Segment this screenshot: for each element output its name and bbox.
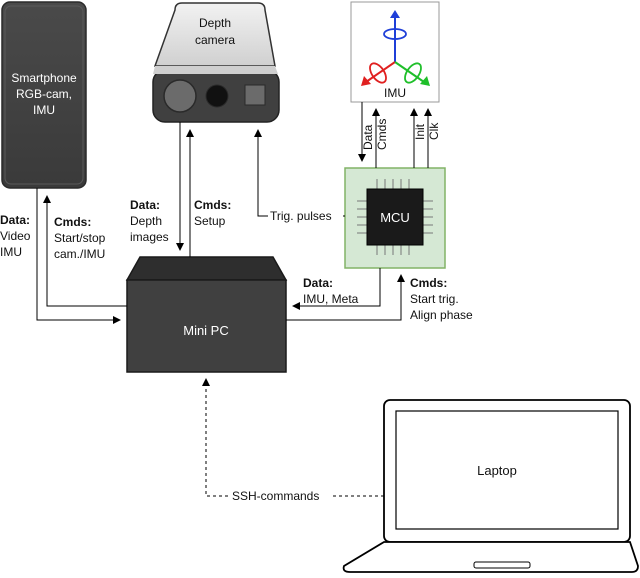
phone-cmds-title: Cmds: (54, 215, 91, 229)
label-imu-clk: Clk (427, 122, 441, 140)
mcu-data-line1: IMU, Meta (303, 292, 359, 306)
label-mcu-data: Data: IMU, Meta (303, 276, 359, 306)
mcu-chip-icon (366, 188, 424, 246)
mini-pc-node: Mini PC (125, 256, 288, 373)
laptop-screen (395, 410, 619, 530)
label-imu-init: Init (413, 123, 427, 140)
mcu-node: MCU (344, 167, 446, 269)
depth-camera-label-2: camera (195, 33, 235, 47)
label-depth-data: Data: Depth images (130, 198, 169, 244)
phone-data-title: Data: (0, 213, 30, 227)
edge-phone-data (36, 188, 121, 324)
depth-camera-sensor-icon (244, 84, 266, 106)
depth-camera-lens-small-icon (205, 84, 229, 108)
label-phone-cmds: Cmds: Start/stop cam./IMU (54, 215, 106, 261)
edge-trig-pulses (254, 129, 345, 217)
edge-phone-cmds (43, 195, 127, 307)
depth-data-line1: Depth (130, 214, 162, 228)
depth-camera-lens-large-icon (163, 79, 197, 113)
depth-data-title: Data: (130, 198, 160, 212)
laptop-node: Laptop (342, 399, 639, 573)
smartphone-node: Smartphone RGB-cam, IMU (1, 1, 87, 189)
label-trig-pulses: Trig. pulses (270, 209, 332, 223)
phone-data-line1: Video (0, 229, 31, 243)
depth-camera-node: Depth camera (152, 2, 280, 123)
edge-ssh (202, 378, 384, 497)
label-imu-data: Data (361, 124, 375, 150)
smartphone-label-3: IMU (33, 103, 55, 117)
edge-mcu-data (292, 268, 381, 310)
mini-pc-body (126, 279, 287, 373)
mcu-data-title: Data: (303, 276, 333, 290)
label-depth-cmds: Cmds: Setup (194, 198, 231, 228)
imu-node: IMU (350, 1, 440, 103)
depth-data-line2: images (130, 230, 169, 244)
mcu-cmds-line1: Start trig. (410, 292, 459, 306)
phone-data-line2: IMU (0, 245, 22, 259)
smartphone-body (1, 1, 87, 189)
imu-label: IMU (384, 86, 406, 100)
mini-pc-top (125, 256, 288, 281)
phone-cmds-line1: Start/stop (54, 231, 106, 245)
phone-cmds-line2: cam./IMU (54, 247, 105, 261)
mcu-label: MCU (380, 210, 410, 225)
mcu-cmds-line2: Align phase (410, 308, 473, 322)
depth-camera-label-1: Depth (199, 16, 231, 30)
laptop-base (342, 541, 639, 573)
mcu-chip-pins (357, 179, 433, 255)
smartphone-screen (4, 5, 84, 185)
laptop-trackpad (473, 561, 531, 569)
smartphone-label-2: RGB-cam, (16, 87, 72, 101)
mini-pc-label: Mini PC (183, 323, 229, 338)
label-ssh: SSH-commands (232, 489, 319, 503)
smartphone-label-1: Smartphone (11, 71, 77, 85)
edge-mcu-cmds (286, 274, 405, 321)
depth-cmds-line1: Setup (194, 214, 226, 228)
depth-camera-top (153, 2, 276, 67)
imu-axes-icon (361, 10, 430, 86)
laptop-label: Laptop (477, 463, 517, 478)
label-phone-data: Data: Video IMU (0, 213, 31, 259)
label-mcu-cmds: Cmds: Start trig. Align phase (410, 276, 473, 322)
depth-cmds-title: Cmds: (194, 198, 231, 212)
label-imu-cmds: Cmds (375, 119, 389, 150)
mcu-cmds-title: Cmds: (410, 276, 447, 290)
